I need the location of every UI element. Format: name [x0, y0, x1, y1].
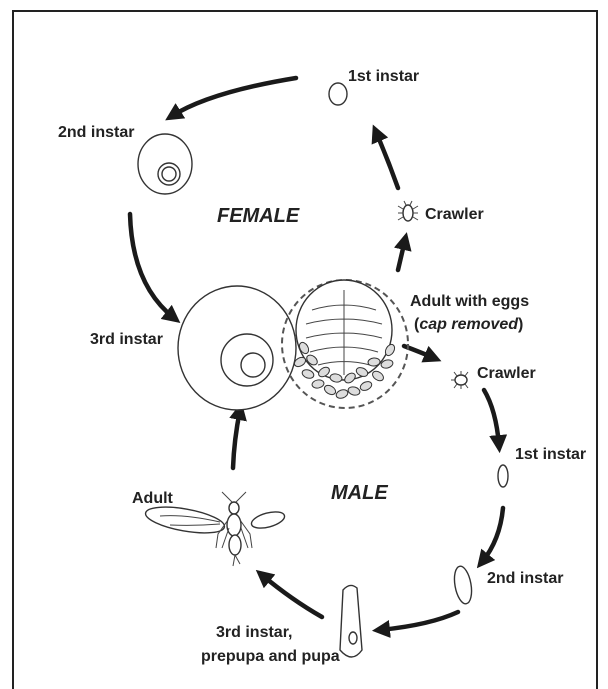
arrow-adult-to-crawler: [398, 240, 405, 270]
female-3rd-instar-shape: [178, 286, 296, 410]
adult-female-with-eggs-shape: [282, 280, 408, 408]
cap-removed-text: cap removed: [419, 316, 519, 333]
male-crawler-label: Crawler: [477, 365, 536, 382]
arrow-adult-to-3rd-instar: [233, 410, 240, 468]
male-3rd-instar-pupa-shape: [340, 585, 362, 657]
female-crawler-label: Crawler: [425, 206, 484, 223]
male-1st-instar-label: 1st instar: [515, 446, 586, 463]
female-1st-instar-shape: [329, 83, 347, 105]
arrow-crawler-to-1st-instar: [376, 132, 398, 188]
female-crawler-icon: [398, 201, 418, 221]
male-1st-instar-shape: [498, 465, 508, 487]
cap-removed-label: (cap removed): [414, 316, 523, 333]
female-1st-instar-label: 1st instar: [348, 68, 419, 85]
adult-with-eggs-label: Adult with eggs: [410, 293, 529, 310]
prepupa-and-pupa-label: prepupa and pupa: [201, 648, 340, 665]
male-label: MALE: [331, 482, 388, 504]
female-2nd-instar-label: 2nd instar: [58, 124, 134, 141]
arrow-pupa-to-adult: [262, 575, 322, 617]
male-crawler-icon: [451, 371, 468, 389]
female-2nd-instar-shape: [138, 134, 192, 194]
arrow-1st-to-male-2nd-instar: [482, 508, 503, 562]
arrow-2nd-to-3rd-instar-male: [380, 612, 458, 630]
male-3rd-instar-label: 3rd instar,: [216, 624, 292, 641]
male-2nd-instar-shape: [452, 565, 474, 605]
arrow-2nd-to-3rd-instar: [130, 214, 174, 318]
arrow-crawler-to-male-1st-instar: [484, 390, 499, 445]
arrow-1st-to-2nd-instar: [172, 78, 296, 116]
female-label: FEMALE: [217, 205, 300, 227]
female-3rd-instar-label: 3rd instar: [90, 331, 163, 348]
male-adult-label: Adult: [132, 490, 174, 507]
male-2nd-instar-label: 2nd instar: [487, 570, 563, 587]
